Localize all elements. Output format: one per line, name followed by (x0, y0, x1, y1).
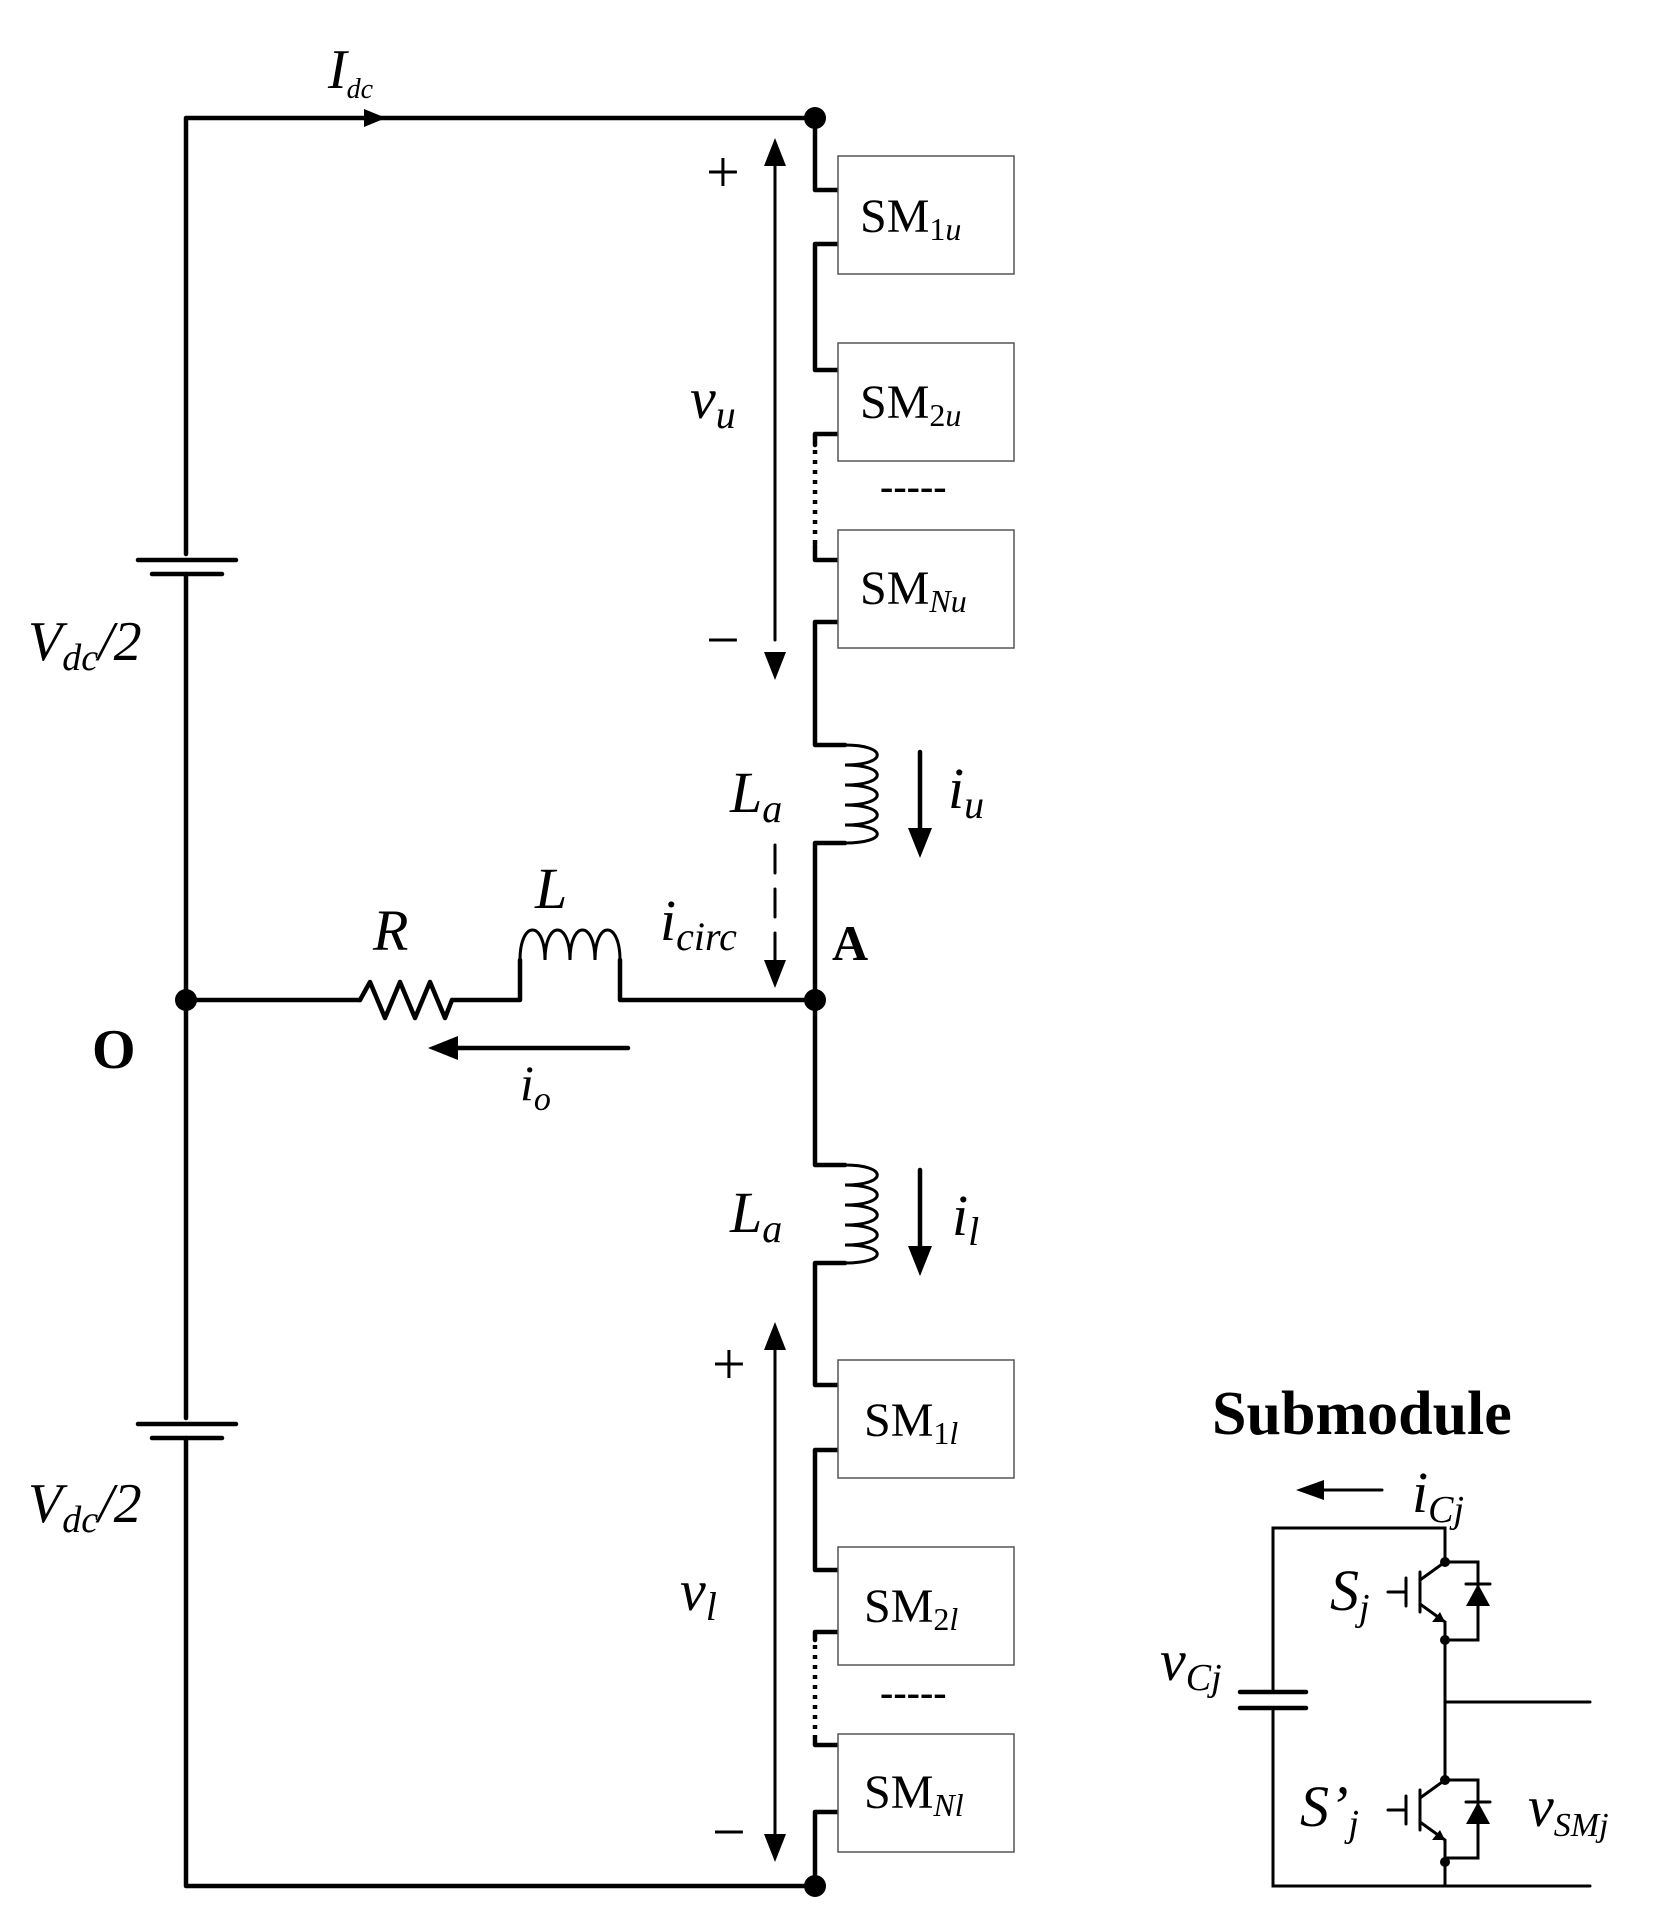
icirc-label: icirc (660, 888, 737, 959)
sj-label: Sj (1330, 1558, 1370, 1629)
il-arrowhead (908, 1246, 932, 1276)
resistor-label: R (372, 898, 408, 963)
idc-label: Idc (327, 39, 374, 105)
iu-arrowhead (908, 828, 932, 858)
sm-1l: SM1l (837, 1359, 1015, 1479)
icirc-arrowhead (764, 960, 786, 988)
svg-text:SM2u: SM2u (860, 376, 961, 433)
lower-arm-ellipsis: ----- (880, 1670, 947, 1715)
vu-minus: − (706, 607, 740, 673)
vu-plus: + (706, 139, 740, 205)
vl-plus: + (712, 1331, 746, 1397)
upper-igbt (1386, 1553, 1492, 1645)
dc-top-wire (183, 115, 818, 557)
iu-label: iu (948, 756, 984, 827)
upper-arm-to-a-wire (812, 840, 848, 1003)
vu-arrowhead-bottom (764, 652, 786, 680)
svg-text:SMNu: SMNu (860, 562, 967, 619)
sm-1u: SM1u (837, 155, 1015, 275)
io-label: io (520, 1055, 551, 1118)
svg-text:SM1l: SM1l (864, 1394, 958, 1451)
lower-igbt (1386, 1775, 1492, 1867)
inductor-label: L (534, 856, 567, 921)
icj-label: iCj (1412, 1460, 1464, 1531)
la-lower-label: La (729, 1180, 782, 1251)
node-a-label: A (832, 915, 868, 971)
dc-source-lower (135, 1421, 239, 1441)
vl-arrowhead-bottom (764, 1834, 786, 1862)
svg-text:SM1u: SM1u (860, 190, 961, 247)
sm-2u: SM2u (837, 342, 1015, 462)
icj-arrowhead (1296, 1480, 1324, 1500)
load-wire-right (617, 957, 818, 1003)
svg-text:SMNl: SMNl (864, 1766, 964, 1823)
vu-arrowhead-top (764, 138, 786, 166)
sm-2l: SM2l (837, 1546, 1015, 1666)
sj-prime-label: S’j (1300, 1774, 1359, 1845)
lower-arm-wire (812, 1260, 848, 1889)
vdc-upper-label: Vdc/2 (28, 611, 142, 679)
vl-minus: − (712, 1799, 746, 1865)
la-upper-label: La (729, 760, 782, 831)
upper-arm-ellipsis: ----- (880, 464, 947, 509)
vdc-lower-label: Vdc/2 (28, 1473, 142, 1541)
inductor-l (518, 928, 622, 962)
upper-arm-wire (812, 115, 848, 748)
submodule-mid-wire (1443, 1638, 1592, 1780)
node-o-label: O (92, 1019, 136, 1081)
dc-source-upper (135, 557, 239, 1003)
submodule-detail: Submodule iCj vCj Sj (1160, 1380, 1609, 1888)
io-arrowhead (428, 1036, 458, 1060)
submodule-title: Submodule (1212, 1380, 1512, 1448)
il-label: il (952, 1183, 979, 1254)
vl-label: vl (680, 1558, 717, 1629)
a-to-lower-arm-wire (812, 997, 848, 1168)
vcj-label: vCj (1160, 1628, 1222, 1699)
idc-arrowhead (364, 109, 386, 127)
sm-nl: SMNl (837, 1733, 1015, 1853)
resistor-r (357, 979, 455, 1021)
load-wire-mid (449, 957, 523, 1003)
dc-bottom-wire (183, 1435, 815, 1889)
svg-text:SM2l: SM2l (864, 1580, 958, 1637)
vl-arrowhead-top (764, 1322, 786, 1350)
arm-inductor-upper (843, 743, 879, 845)
vu-label: vu (690, 366, 736, 437)
vsm-label: vSMj (1528, 1774, 1609, 1844)
arm-inductor-lower (843, 1163, 879, 1265)
sm-nu: SMNu (837, 529, 1015, 649)
